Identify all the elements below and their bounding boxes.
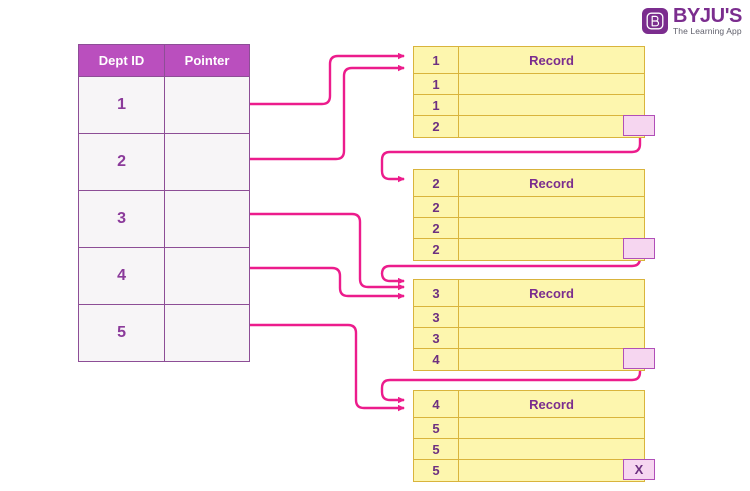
record-value (459, 239, 644, 260)
record-block-4: 4 Record 5 5 5 X (413, 390, 655, 482)
record-row: 2 (414, 218, 644, 239)
byjus-logo-text: BYJU'S The Learning App (673, 6, 742, 36)
overflow-pointer-cell (623, 238, 655, 259)
pointer-cell (164, 76, 250, 134)
record-key: 4 (414, 391, 459, 417)
dept-index-table: Dept ID Pointer 1 2 3 4 5 (77, 44, 250, 362)
record-key: 1 (414, 74, 459, 94)
record-row: 3 (414, 307, 644, 328)
record-row: 1 Record (414, 47, 644, 74)
record-key: 4 (414, 349, 459, 370)
record-row: 3 (414, 328, 644, 349)
record-row: 2 Record (414, 170, 644, 197)
pointer-cell (164, 304, 250, 362)
dept-id-cell: 1 (77, 76, 166, 134)
record-row: 3 Record (414, 280, 644, 307)
record-key: 2 (414, 170, 459, 196)
chain-block1-to-block2 (380, 128, 642, 183)
record-value (459, 418, 644, 438)
table-row: 2 (77, 133, 250, 191)
table-row: 1 (77, 76, 250, 134)
column-header-pointer: Pointer (164, 44, 250, 77)
pointer-cell (164, 190, 250, 248)
brand-name: BYJU'S (672, 5, 742, 27)
link-dept2-to-block1 (205, 64, 405, 161)
record-key: 5 (414, 439, 459, 459)
record-block-1: 1 Record 1 1 2 (413, 46, 655, 138)
record-label: Record (529, 52, 574, 68)
chain-block3-to-block4 (380, 359, 642, 404)
pointer-cell (164, 133, 250, 191)
record-label: Record (529, 285, 574, 301)
record-key: 3 (414, 280, 459, 306)
link-dept5-to-block4 (208, 323, 405, 412)
record-label: Record (529, 396, 574, 412)
record-key: 1 (414, 47, 459, 73)
record-row: 5 (414, 418, 644, 439)
record-value (459, 460, 644, 481)
byjus-logo: BYJU'S The Learning App (641, 6, 742, 36)
record-key: 2 (414, 218, 459, 238)
record-key: 2 (414, 116, 459, 137)
record-value (459, 307, 644, 327)
record-key: 5 (414, 460, 459, 481)
dept-id-cell: 5 (77, 304, 166, 362)
dept-id-cell: 4 (77, 247, 166, 305)
record-row: 5 (414, 439, 644, 460)
record-value (459, 439, 644, 459)
record-row: 2 (414, 197, 644, 218)
overflow-pointer-cell (623, 348, 655, 369)
record-value (459, 328, 644, 348)
logo-b-icon (646, 12, 664, 30)
brand-tagline: The Learning App (672, 26, 742, 36)
record-row: 1 (414, 74, 644, 95)
dept-id-cell: 3 (77, 190, 166, 248)
record-key: 5 (414, 418, 459, 438)
record-block-2: 2 Record 2 2 2 (413, 169, 655, 261)
record-value (459, 95, 644, 115)
record-value (459, 218, 644, 238)
record-key: 2 (414, 197, 459, 217)
record-row: 1 (414, 95, 644, 116)
table-row: 4 (77, 247, 250, 305)
record-key: 3 (414, 328, 459, 348)
record-row: 4 (414, 348, 655, 370)
record-key: 3 (414, 307, 459, 327)
record-row: 2 (414, 238, 655, 260)
record-row: 5 X (414, 459, 655, 481)
table-row: 3 (77, 190, 250, 248)
table-row: 5 (77, 304, 250, 362)
record-key: 2 (414, 239, 459, 260)
pointer-cell (164, 247, 250, 305)
record-value (459, 116, 644, 137)
record-value (459, 197, 644, 217)
byjus-logo-mark (641, 7, 668, 34)
overflow-pointer-cell: X (623, 459, 655, 480)
record-row: 4 Record (414, 391, 644, 418)
record-key: 1 (414, 95, 459, 115)
overflow-pointer-cell (623, 115, 655, 136)
record-block-3: 3 Record 3 3 4 (413, 279, 655, 371)
link-dept4-to-block3 (208, 266, 405, 300)
column-header-dept-id: Dept ID (77, 44, 166, 77)
link-dept1-to-block1 (215, 52, 405, 106)
chain-block2-to-block3 (380, 248, 642, 285)
record-row: 2 (414, 115, 655, 137)
record-value (459, 349, 644, 370)
table-header-row: Dept ID Pointer (77, 44, 250, 77)
record-label: Record (529, 175, 574, 191)
record-value (459, 74, 644, 94)
link-dept3-to-block3 (210, 212, 405, 291)
dept-id-cell: 2 (77, 133, 166, 191)
